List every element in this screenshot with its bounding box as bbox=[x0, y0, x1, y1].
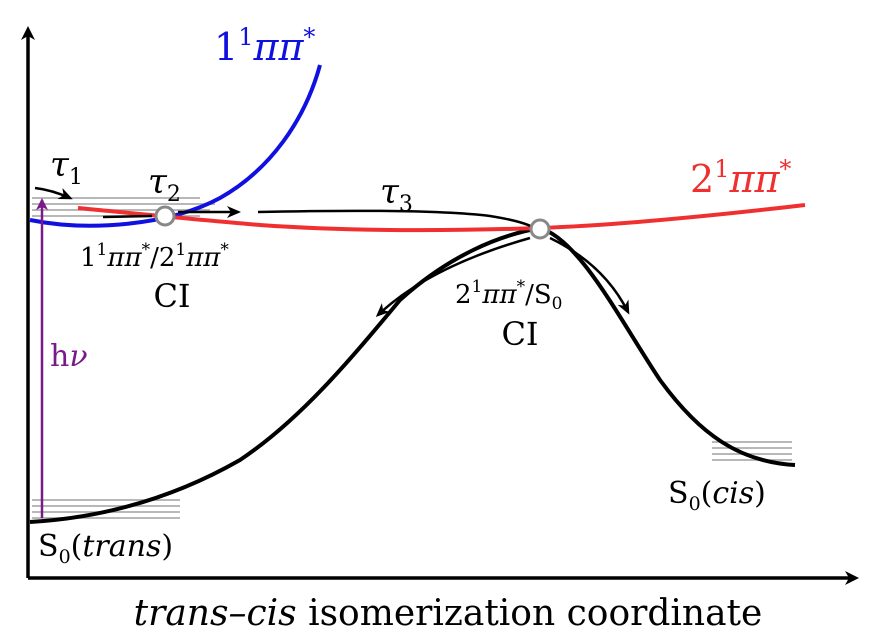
pp1-curve bbox=[29, 64, 322, 228]
ci1-formula: 11ππ*/21ππ* bbox=[80, 240, 229, 273]
ci1-marker bbox=[154, 205, 176, 227]
pp1-label: 11ππ* bbox=[214, 23, 315, 69]
s0-cis-label: S0(cis) bbox=[668, 476, 766, 515]
s0-curve bbox=[29, 225, 796, 524]
s0-trans-label: S0(trans) bbox=[38, 529, 173, 568]
tau1-arrow bbox=[34, 186, 73, 200]
ci2-name: CI bbox=[501, 315, 538, 353]
tau2-label: τ2 bbox=[148, 162, 181, 207]
tau3-label: τ3 bbox=[380, 172, 413, 217]
ci1-name: CI bbox=[153, 277, 190, 315]
tau3-path bbox=[257, 209, 535, 230]
x-axis-label: trans–cis isomerization coordinate bbox=[134, 593, 763, 634]
ci2-marker bbox=[529, 218, 551, 240]
ci2-formula: 21ππ*/S0 bbox=[455, 277, 562, 314]
vib-levels-trans bbox=[32, 499, 180, 519]
tau1-label: τ1 bbox=[50, 145, 83, 190]
tau2-arrow-in bbox=[102, 214, 153, 219]
pp2-label: 21ππ* bbox=[690, 155, 791, 201]
ci2-arrow-right bbox=[549, 236, 630, 315]
hv-label: hν bbox=[50, 339, 88, 374]
pp2-curve bbox=[77, 203, 806, 233]
ci2-arrow-left bbox=[375, 236, 531, 318]
